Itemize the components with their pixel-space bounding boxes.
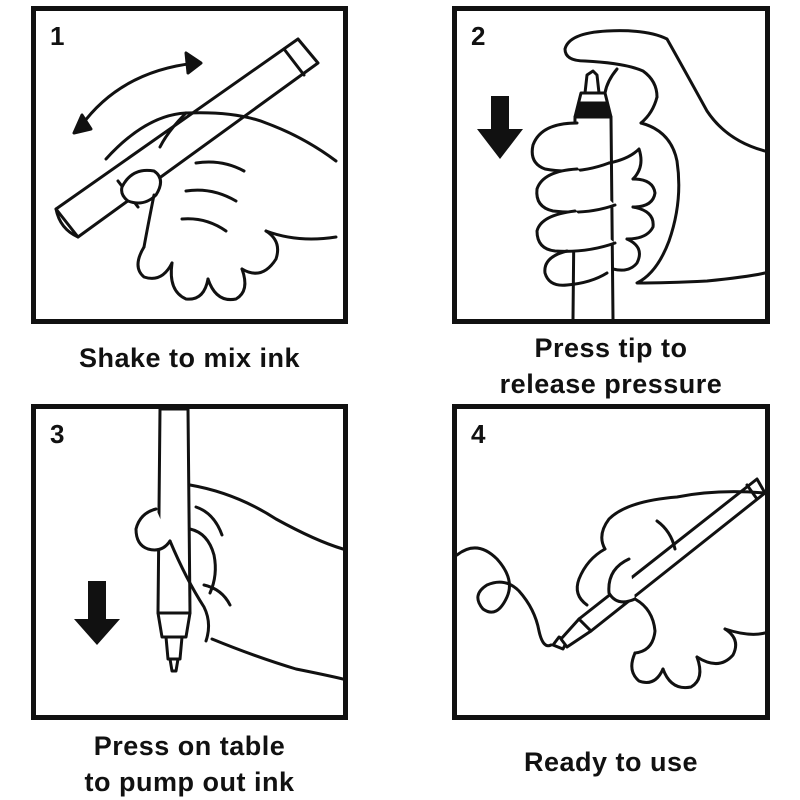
- step-1-panel: 1: [31, 6, 348, 324]
- step-4-panel: 4: [452, 404, 770, 720]
- step-2-number: 2: [471, 21, 486, 51]
- step-4-caption: Ready to use: [452, 744, 770, 780]
- step-1-caption-line: Shake to mix ink: [78, 343, 301, 373]
- step-2-caption-line: release pressure: [499, 369, 723, 399]
- step-2-caption-line: Press tip to: [534, 333, 688, 363]
- down-arrow-icon: [477, 96, 523, 159]
- step-4-caption-line: Ready to use: [523, 747, 699, 777]
- step-3-caption: Press on table to pump out ink: [31, 728, 348, 800]
- marker-pen-icon: [551, 477, 765, 651]
- hand-icon: [563, 29, 765, 153]
- squiggle-line-icon: [457, 546, 553, 648]
- step-4-number: 4: [471, 419, 486, 449]
- down-arrow-icon: [74, 581, 120, 645]
- hand-icon: [530, 121, 765, 287]
- hand-icon: [104, 111, 338, 302]
- step-1-caption: Shake to mix ink: [31, 340, 348, 376]
- step-2-panel: 2: [452, 6, 770, 324]
- step-3-panel: 3: [31, 404, 348, 720]
- step-2-caption: Press tip to release pressure: [452, 330, 770, 402]
- step-3-caption-line: to pump out ink: [84, 767, 295, 797]
- hand-icon: [134, 483, 343, 681]
- hand-icon: [575, 490, 765, 690]
- step-3-number: 3: [50, 419, 65, 449]
- curved-double-arrow-icon: [72, 51, 203, 135]
- step-3-caption-line: Press on table: [93, 731, 286, 761]
- step-1-number: 1: [50, 21, 65, 51]
